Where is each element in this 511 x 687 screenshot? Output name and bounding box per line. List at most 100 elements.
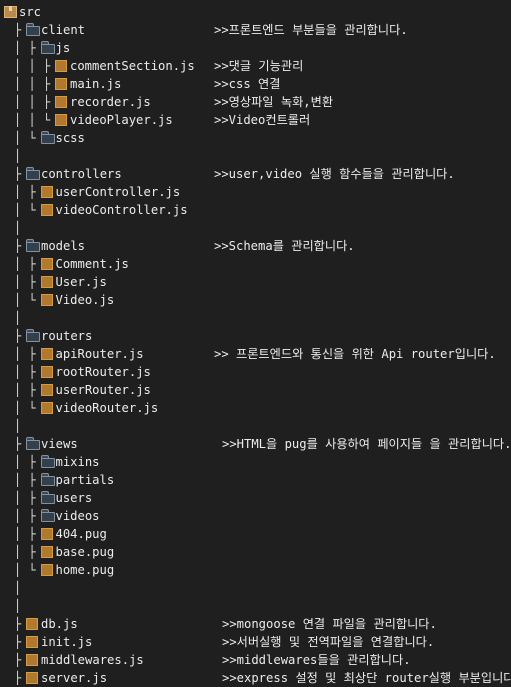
- tree-guide-line: │: [14, 149, 22, 163]
- file-icon: [55, 114, 67, 126]
- tree-item-label: videos: [55, 509, 100, 523]
- tree-item-label: main.js: [70, 77, 122, 91]
- tree-guide-line: │: [14, 455, 22, 469]
- tree-branch: ├: [14, 329, 22, 343]
- tree-guide-line: │: [14, 581, 22, 595]
- file-row[interactable]: │├userController.js: [0, 183, 511, 201]
- folder-row[interactable]: │├partials: [0, 471, 511, 489]
- file-icon: [40, 294, 53, 306]
- tree-spacer: │: [0, 597, 511, 615]
- file-row[interactable]: ││├recorder.js>>영상파일 녹화,변환: [0, 93, 511, 111]
- tree-guide-line: │: [14, 563, 22, 577]
- file-row[interactable]: ├db.js>>mongoose 연결 파일을 관리합니다.: [0, 615, 511, 633]
- tree-item-label: Comment.js: [55, 257, 129, 271]
- folder-icon: [26, 239, 40, 252]
- tree-branch: ├: [28, 41, 36, 55]
- tree-item-description: >>css 연결: [214, 77, 281, 91]
- tree-item-description: >>서버실행 및 전역파일을 연결합니다.: [222, 635, 435, 649]
- tree-item-label: routers: [41, 329, 93, 343]
- tree-branch: └: [28, 203, 36, 217]
- file-row[interactable]: │└Video.js: [0, 291, 511, 309]
- tree-item-label: controllers: [41, 167, 122, 181]
- folder-row[interactable]: │└scss: [0, 129, 511, 147]
- file-icon: [40, 276, 53, 288]
- folder-icon: [26, 329, 40, 342]
- tree-branch: ├: [43, 95, 51, 109]
- file-row[interactable]: ││├commentSection.js>>댓글 기능관리: [0, 57, 511, 75]
- tree-item-label: Video.js: [55, 293, 115, 307]
- folder-icon: [40, 455, 55, 468]
- tree-item-description: >>user,video 실행 함수들을 관리합니다.: [214, 167, 455, 181]
- file-row[interactable]: │├apiRouter.js>> 프론트엔드와 통신을 위한 Api route…: [0, 345, 511, 363]
- file-row[interactable]: │├User.js: [0, 273, 511, 291]
- tree-guide-line: │: [28, 59, 36, 73]
- file-row[interactable]: src: [0, 3, 511, 21]
- tree-item-label: videoController.js: [55, 203, 188, 217]
- tree-item-label: 404.pug: [55, 527, 107, 541]
- folder-row[interactable]: │├videos: [0, 507, 511, 525]
- tree-guide-line: │: [14, 599, 22, 613]
- tree-item-label: rootRouter.js: [55, 365, 151, 379]
- file-row[interactable]: │└videoController.js: [0, 201, 511, 219]
- tree-item-label: scss: [55, 131, 85, 145]
- file-row[interactable]: │└home.pug: [0, 561, 511, 579]
- folder-row[interactable]: ├models>>Schema를 관리합니다.: [0, 237, 511, 255]
- tree-item-description: >>프론트엔드 부분들을 관리합니다.: [214, 23, 408, 37]
- tree-item-description: >>HTML을 pug를 사용하여 페이지들 을 관리합니다.: [222, 437, 511, 451]
- tree-branch: ├: [28, 275, 36, 289]
- tree-branch: ├: [14, 23, 22, 37]
- file-icon: [40, 186, 53, 198]
- folder-icon: [40, 473, 55, 486]
- tree-item-label: base.pug: [55, 545, 115, 559]
- folder-row[interactable]: ├controllers>>user,video 실행 함수들을 관리합니다.: [0, 165, 511, 183]
- file-row[interactable]: ├middlewares.js>>middlewares들을 관리합니다.: [0, 651, 511, 669]
- folder-row[interactable]: │├js: [0, 39, 511, 57]
- file-row[interactable]: ││├main.js>>css 연결: [0, 75, 511, 93]
- package-icon: [4, 6, 17, 18]
- tree-guide-line: │: [14, 293, 22, 307]
- file-row[interactable]: │├404.pug: [0, 525, 511, 543]
- tree-item-description: >>mongoose 연결 파일을 관리합니다.: [222, 617, 437, 631]
- folder-row[interactable]: ├views>>HTML을 pug를 사용하여 페이지들 을 관리합니다.: [0, 435, 511, 453]
- tree-branch: ├: [14, 671, 22, 685]
- tree-item-label: middlewares.js: [41, 653, 144, 667]
- file-icon: [40, 258, 53, 270]
- file-icon: [26, 636, 38, 648]
- file-icon: [26, 672, 38, 684]
- file-row[interactable]: ││└videoPlayer.js>>Video컨트롤러: [0, 111, 511, 129]
- folder-row[interactable]: │├mixins: [0, 453, 511, 471]
- file-row[interactable]: │├Comment.js: [0, 255, 511, 273]
- tree-item-label: home.pug: [55, 563, 115, 577]
- file-row[interactable]: │└videoRouter.js: [0, 399, 511, 417]
- file-icon: [40, 564, 53, 576]
- tree-item-description: >>express 설정 및 최상단 router실행 부분입니다.: [222, 671, 511, 685]
- tree-item-label: apiRouter.js: [55, 347, 144, 361]
- tree-item-description: >>middlewares들을 관리합니다.: [222, 653, 411, 667]
- tree-item-description: >>영상파일 녹화,변환: [214, 95, 334, 109]
- tree-guide-line: │: [28, 95, 36, 109]
- file-row[interactable]: │├userRouter.js: [0, 381, 511, 399]
- tree-branch: ├: [28, 491, 36, 505]
- folder-icon: [26, 167, 40, 180]
- tree-guide-line: │: [14, 545, 22, 559]
- folder-icon: [26, 23, 40, 36]
- file-tree: src├client>>프론트엔드 부분들을 관리합니다.│├js││├comm…: [0, 3, 511, 685]
- folder-row[interactable]: ├client>>프론트엔드 부분들을 관리합니다.: [0, 21, 511, 39]
- file-row[interactable]: ├ server.js >>express 설정 및 최상단 router실행 부분…: [0, 669, 511, 687]
- file-row[interactable]: │├base.pug: [0, 543, 511, 561]
- file-row[interactable]: │├rootRouter.js: [0, 363, 511, 381]
- tree-branch: ├: [28, 473, 36, 487]
- tree-guide-line: │: [14, 95, 22, 109]
- tree-branch: ├: [28, 527, 36, 541]
- tree-item-label: server.js: [41, 671, 108, 685]
- folder-row[interactable]: │├users: [0, 489, 511, 507]
- folder-row[interactable]: ├ routers: [0, 327, 511, 345]
- tree-guide-line: │: [14, 59, 22, 73]
- tree-item-label: User.js: [55, 275, 107, 289]
- tree-item-label: src: [19, 5, 42, 19]
- tree-item-label: init.js: [41, 635, 93, 649]
- tree-branch: ├: [28, 365, 36, 379]
- file-icon: [40, 204, 53, 216]
- file-row[interactable]: ├init.js>>서버실행 및 전역파일을 연결합니다.: [0, 633, 511, 651]
- tree-guide-line: │: [14, 401, 22, 415]
